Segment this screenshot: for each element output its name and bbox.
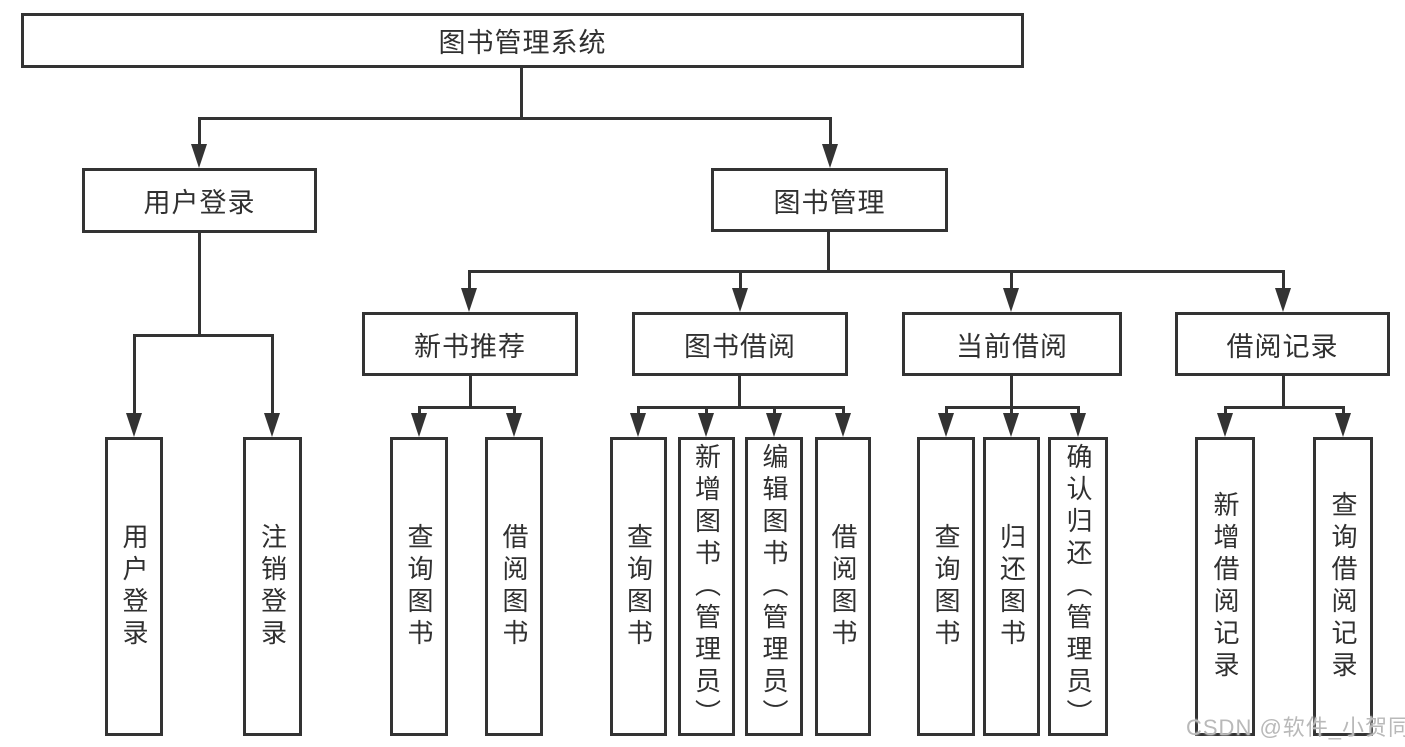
node-current-borrow-label: 当前借阅 — [956, 331, 1068, 362]
arrow-down-icon — [126, 413, 142, 437]
node-recommend-borrow-books: 借阅图书 — [485, 437, 543, 736]
node-current-query-books: 查询图书 — [917, 437, 975, 736]
arrow-down-icon — [264, 413, 280, 437]
arrow-down-icon — [1070, 413, 1086, 437]
connector-drop — [1010, 406, 1013, 415]
arrow-down-icon — [698, 413, 714, 437]
connector-new-book-stem — [469, 376, 472, 409]
connector-drop — [842, 406, 845, 415]
node-book-management-label: 图书管理 — [773, 187, 886, 218]
connector-drop-book-borrow — [739, 270, 742, 291]
connector-drop — [1342, 406, 1345, 415]
arrow-down-icon — [822, 144, 838, 168]
connector-drop-user-login — [198, 117, 201, 148]
node-borrow-borrow-books-label: 借阅图书 — [828, 522, 858, 651]
connector-drop-borrow-records — [1282, 270, 1285, 291]
node-recommend-borrow-books-label: 借阅图书 — [499, 522, 529, 651]
node-confirm-return-admin-label: 确认归还（管理员） — [1063, 442, 1093, 731]
node-book-borrow-label: 图书借阅 — [684, 331, 796, 362]
node-borrow-query-books: 查询图书 — [610, 437, 667, 736]
arrow-down-icon — [411, 413, 427, 437]
node-add-borrow-record-label: 新增借阅记录 — [1210, 490, 1240, 683]
connector-new-book-branch — [418, 406, 516, 409]
arrow-down-icon — [191, 144, 207, 168]
node-new-book-recommend: 新书推荐 — [362, 312, 578, 376]
node-edit-book-admin-label: 编辑图书（管理员） — [759, 442, 789, 731]
connector-book-management-stem — [827, 232, 830, 273]
connector-drop-new-book — [468, 270, 471, 291]
connector-current-borrow-stem — [1010, 376, 1013, 409]
node-recommend-query-books: 查询图书 — [390, 437, 448, 736]
node-recommend-query-books-label: 查询图书 — [404, 522, 434, 651]
node-user-login-leaf: 用户登录 — [105, 437, 163, 736]
connector-drop — [773, 406, 776, 415]
arrow-down-icon — [835, 413, 851, 437]
connector-root-stem — [520, 68, 523, 120]
node-root: 图书管理系统 — [21, 13, 1024, 68]
node-current-query-books-label: 查询图书 — [931, 522, 961, 651]
arrow-down-icon — [938, 413, 954, 437]
node-borrow-records-label: 借阅记录 — [1226, 331, 1339, 362]
arrow-down-icon — [1335, 413, 1351, 437]
connector-drop — [1224, 406, 1227, 415]
connector-borrow-records-branch — [1224, 406, 1345, 409]
node-borrow-query-books-label: 查询图书 — [623, 522, 654, 651]
node-add-book-admin-label: 新增图书（管理员） — [691, 442, 722, 731]
connector-drop — [418, 406, 421, 415]
node-add-borrow-record: 新增借阅记录 — [1195, 437, 1255, 736]
node-query-borrow-record-label: 查询借阅记录 — [1328, 490, 1358, 683]
node-user-login-label: 用户登录 — [143, 188, 256, 218]
arrow-down-icon — [1003, 413, 1019, 437]
connector-level1-branch — [198, 117, 832, 120]
connector-book-management-branch — [468, 270, 1285, 273]
connector-user-login-stem — [198, 233, 201, 337]
node-return-book: 归还图书 — [983, 437, 1040, 736]
csdn-watermark: CSDN @软件_小贺同学 — [1186, 715, 1405, 740]
connector-book-borrow-branch — [637, 406, 845, 409]
node-logout: 注销登录 — [243, 437, 302, 736]
connector-drop — [513, 406, 516, 415]
connector-drop-current-borrow — [1010, 270, 1013, 291]
arrow-down-icon — [1003, 288, 1019, 312]
arrow-down-icon — [630, 413, 646, 437]
connector-drop — [1077, 406, 1080, 415]
connector-drop-book-management — [829, 117, 832, 148]
arrow-down-icon — [1275, 288, 1291, 312]
arrow-down-icon — [1217, 413, 1233, 437]
connector-book-borrow-stem — [738, 376, 741, 409]
connector-drop-logout — [271, 334, 274, 415]
arrow-down-icon — [506, 413, 522, 437]
node-root-label: 图书管理系统 — [438, 28, 607, 58]
connector-drop-login — [133, 334, 136, 415]
connector-borrow-records-stem — [1282, 376, 1285, 409]
arrow-down-icon — [732, 288, 748, 312]
node-logout-label: 注销登录 — [257, 522, 288, 651]
node-new-book-recommend-label: 新书推荐 — [414, 331, 526, 362]
arrow-down-icon — [461, 288, 477, 312]
node-add-book-admin: 新增图书（管理员） — [678, 437, 735, 736]
node-return-book-label: 归还图书 — [996, 522, 1027, 651]
node-borrow-borrow-books: 借阅图书 — [815, 437, 871, 736]
node-edit-book-admin: 编辑图书（管理员） — [745, 437, 803, 736]
node-book-management: 图书管理 — [711, 168, 948, 232]
connector-drop — [945, 406, 948, 415]
node-query-borrow-record: 查询借阅记录 — [1313, 437, 1373, 736]
connector-drop — [705, 406, 708, 415]
node-user-login: 用户登录 — [82, 168, 317, 233]
arrow-down-icon — [766, 413, 782, 437]
node-user-login-leaf-label: 用户登录 — [119, 522, 149, 651]
node-borrow-records: 借阅记录 — [1175, 312, 1390, 376]
node-confirm-return-admin: 确认归还（管理员） — [1048, 437, 1108, 736]
node-book-borrow: 图书借阅 — [632, 312, 848, 376]
connector-drop — [637, 406, 640, 415]
connector-user-login-branch — [133, 334, 274, 337]
node-current-borrow: 当前借阅 — [902, 312, 1122, 376]
